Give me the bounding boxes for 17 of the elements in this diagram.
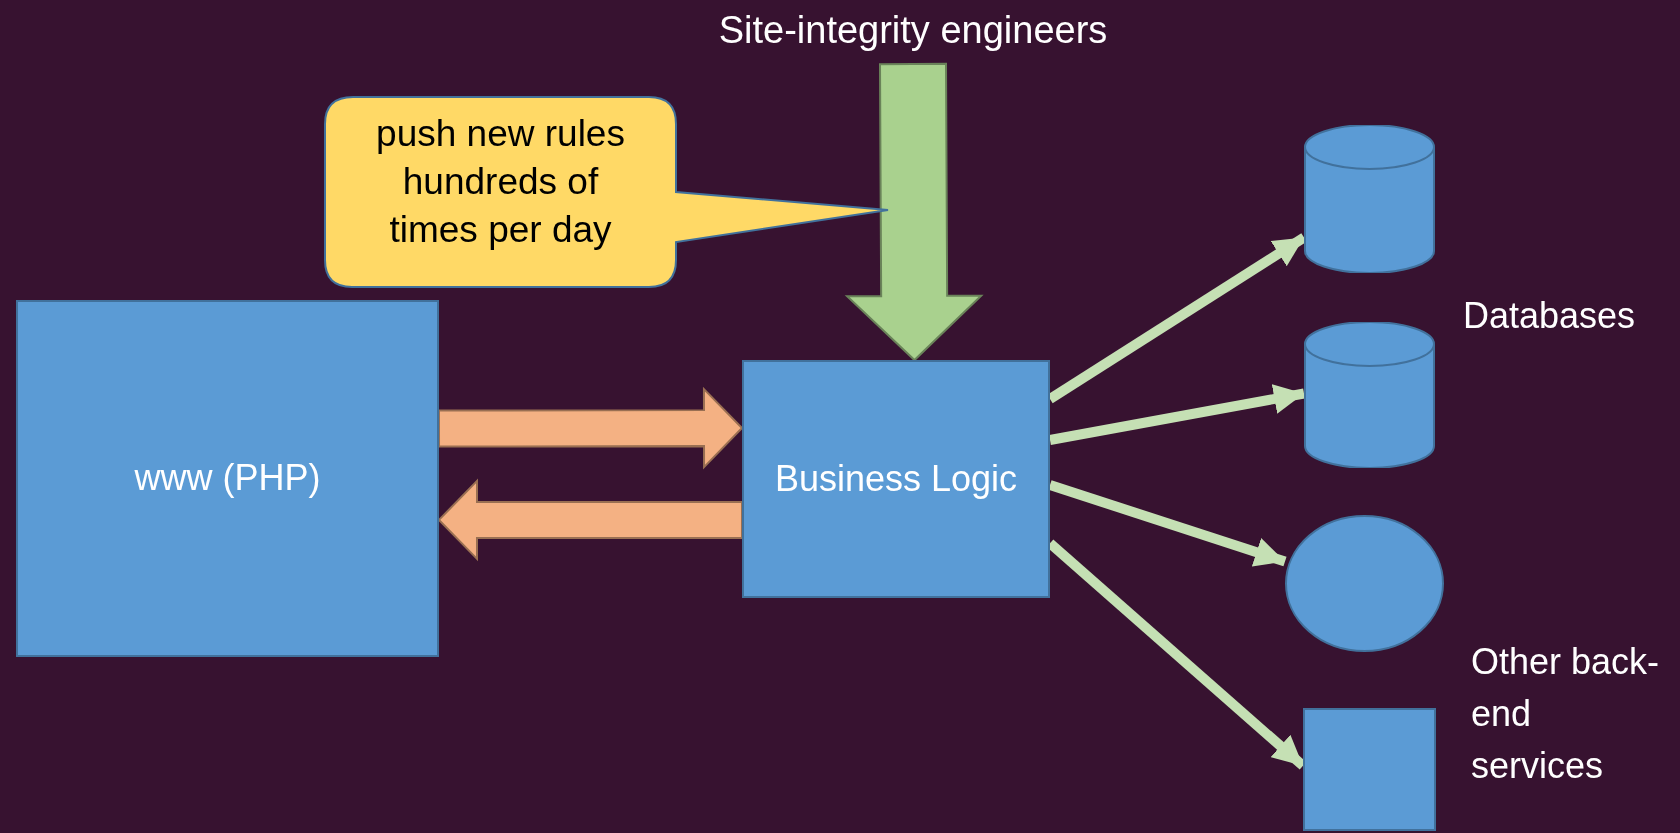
box-label: Business Logic bbox=[773, 456, 1019, 501]
group-label: Databases bbox=[1463, 294, 1637, 338]
box-label: www (PHP) bbox=[133, 456, 322, 501]
process-box bbox=[742, 360, 1050, 598]
block-arrow bbox=[844, 62, 984, 362]
service-box bbox=[1303, 708, 1436, 831]
arrow bbox=[1049, 384, 1305, 445]
callout-text: push new rules hundreds of times per day bbox=[375, 112, 626, 253]
group-label: Other back-end services bbox=[1471, 640, 1661, 789]
database-cylinder bbox=[1304, 322, 1435, 468]
server-box bbox=[16, 300, 439, 657]
heading-text: Site-integrity engineers bbox=[718, 6, 1108, 64]
ellipse-shape bbox=[1285, 515, 1444, 652]
database-cylinder bbox=[1304, 125, 1435, 273]
speech-callout bbox=[324, 96, 890, 288]
block-arrow bbox=[437, 386, 744, 470]
block-arrow bbox=[437, 478, 743, 562]
